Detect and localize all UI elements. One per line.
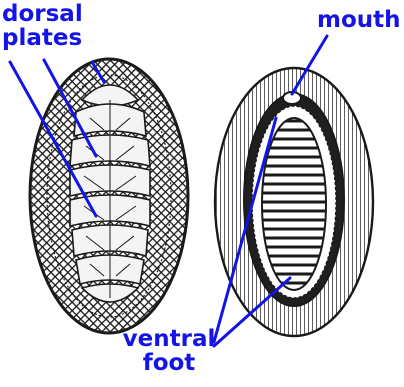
dorsal-view [30, 59, 188, 333]
ventral-view [215, 68, 373, 336]
label-mouth: mouth [317, 8, 401, 32]
label-dorsal-plates: dorsal plates [2, 2, 83, 50]
label-ventral-line1: ventral [116, 327, 222, 351]
label-dorsal-line1: dorsal [2, 2, 83, 26]
label-ventral-line2: foot [116, 351, 222, 375]
ventral-foot-shape [262, 118, 326, 290]
label-dorsal-line2: plates [2, 26, 83, 50]
label-ventral-foot: ventral foot [116, 327, 222, 375]
